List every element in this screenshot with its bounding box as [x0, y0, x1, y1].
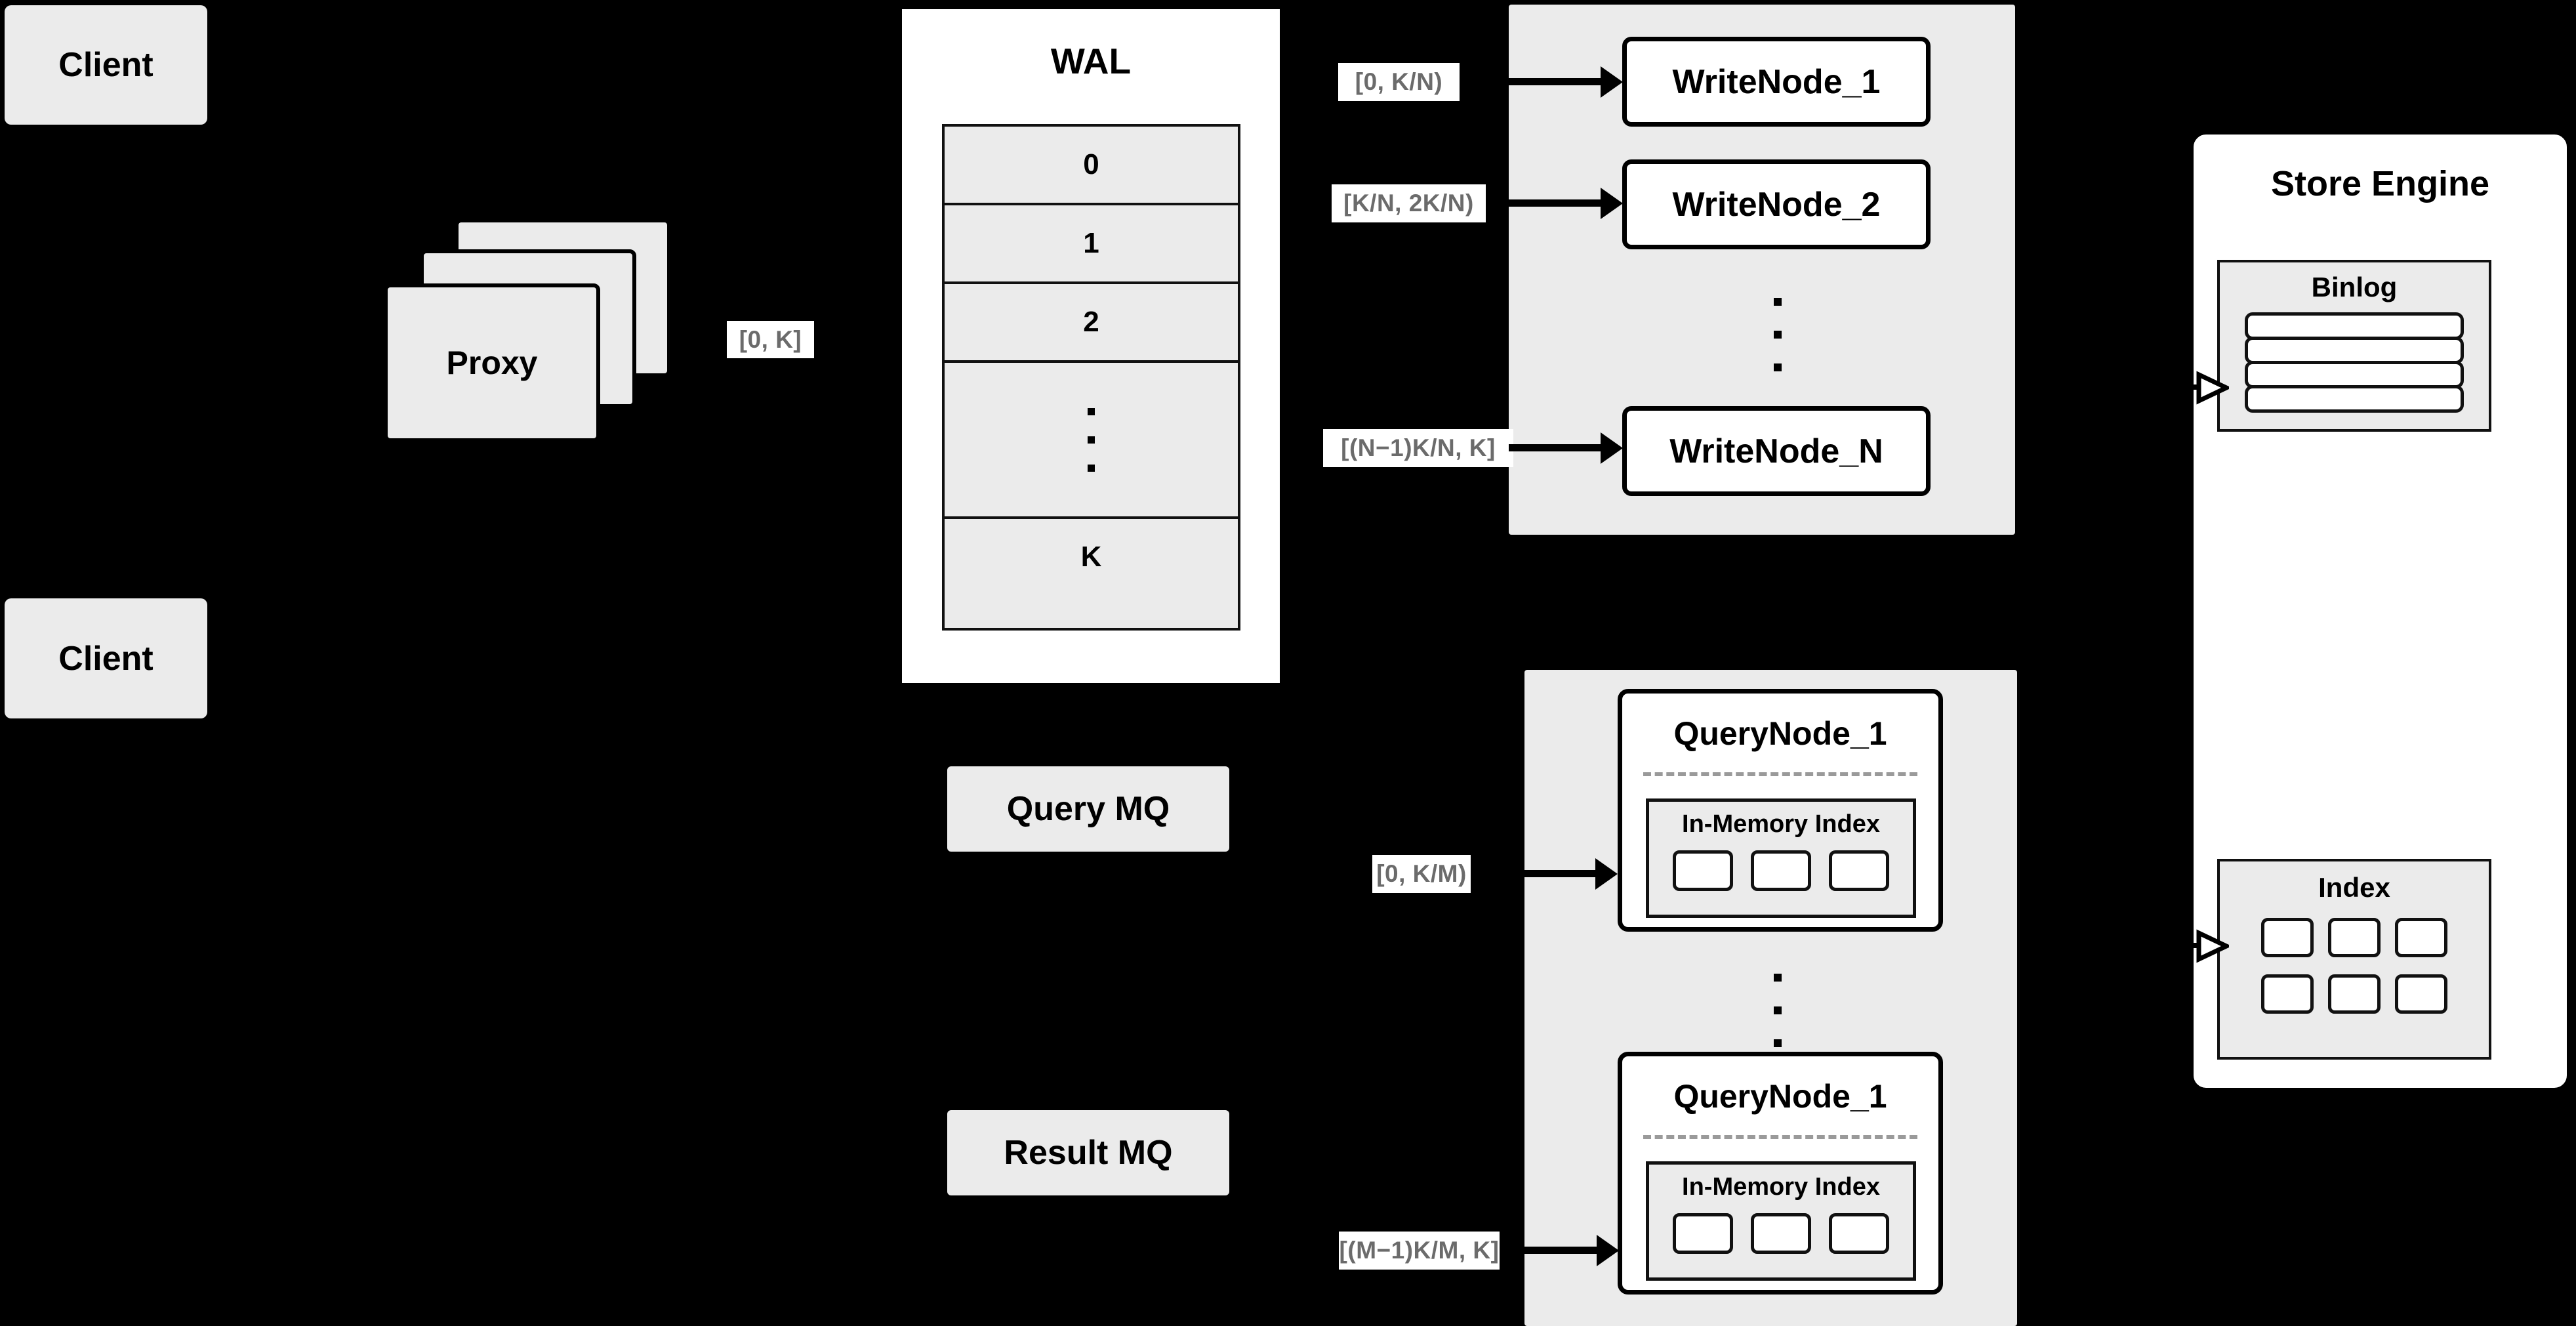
proxy-box[interactable]: Proxy [384, 283, 600, 442]
client-label-1: Client [58, 46, 153, 84]
arrow-line-to-index [2158, 943, 2199, 948]
vertical-ellipsis-icon [1088, 398, 1095, 482]
arrow-head-to-index-icon [2196, 929, 2229, 963]
index-cell[interactable] [2261, 974, 2314, 1014]
arrow-head-write-2 [1601, 188, 1623, 219]
wal-row[interactable]: 0 [945, 127, 1238, 205]
client-label-2: Client [58, 639, 153, 678]
edge-label-text: [0, K] [739, 325, 802, 353]
write-node-1[interactable]: WriteNode_1 [1622, 37, 1931, 127]
index-cell[interactable] [1751, 850, 1811, 891]
query-mq-label: Query MQ [1006, 790, 1170, 828]
in-memory-index-1-title: In-Memory Index [1682, 810, 1880, 838]
write-node-n[interactable]: WriteNode_N [1622, 406, 1931, 496]
client-box-2[interactable]: Client [5, 598, 207, 718]
query-node-2[interactable]: QueryNode_1 In-Memory Index [1618, 1052, 1943, 1295]
write-node-1-label: WriteNode_1 [1672, 62, 1881, 101]
binlog-panel: Binlog [2217, 260, 2491, 432]
index-cell[interactable] [1751, 1213, 1811, 1254]
index-cell[interactable] [1829, 850, 1889, 891]
in-memory-index-2-title: In-Memory Index [1682, 1173, 1880, 1201]
result-mq-box[interactable]: Result MQ [947, 1110, 1229, 1195]
arrow-line-write-1 [1502, 78, 1603, 85]
arrow-head-write-n [1601, 432, 1623, 464]
wal-container: WAL 0 1 2 K [897, 5, 1284, 688]
query-cluster-ellipsis-icon [1745, 945, 1810, 1076]
wal-title: WAL [1050, 41, 1132, 81]
binlog-title: Binlog [2311, 272, 2398, 302]
write-node-n-label: WriteNode_N [1669, 432, 1883, 470]
binlog-row[interactable] [2245, 312, 2464, 340]
wal-table: 0 1 2 K [942, 124, 1240, 631]
edge-label-text: [(M−1)K/M, K] [1339, 1237, 1500, 1264]
index-cell[interactable] [1673, 1213, 1733, 1254]
edge-label-write-node-n: [(N−1)K/N, K] [1323, 429, 1513, 467]
edge-label-write-node-2: [K/N, 2K/N) [1332, 184, 1486, 222]
index-title: Index [2318, 872, 2390, 903]
arrow-line-write-n [1509, 444, 1603, 451]
edge-label-query-node-1: [0, K/M) [1372, 855, 1471, 893]
wal-row-label: 1 [1083, 227, 1099, 259]
index-cell[interactable] [1673, 850, 1733, 891]
index-cell[interactable] [1829, 1213, 1889, 1254]
wal-row[interactable]: 2 [945, 284, 1238, 363]
proxy-label: Proxy [446, 344, 538, 381]
query-node-1[interactable]: QueryNode_1 In-Memory Index [1618, 689, 1943, 932]
edge-label-text: [(N−1)K/N, K] [1341, 434, 1496, 461]
binlog-row[interactable] [2245, 361, 2464, 388]
index-cell[interactable] [2395, 918, 2447, 957]
query-node-1-title: QueryNode_1 [1673, 715, 1887, 752]
query-node-1-divider [1643, 772, 1917, 776]
arrow-head-query-1 [1595, 858, 1618, 890]
write-cluster-ellipsis-icon [1745, 269, 1810, 400]
arrow-line-query-1 [1502, 870, 1597, 877]
wal-row-label: 2 [1083, 306, 1099, 338]
query-mq-box[interactable]: Query MQ [947, 766, 1229, 852]
index-cell[interactable] [2395, 974, 2447, 1014]
edge-label-text: [K/N, 2K/N) [1343, 190, 1474, 217]
wal-row-label: K [1080, 541, 1102, 573]
write-node-2-label: WriteNode_2 [1672, 185, 1881, 224]
edge-label-text: [0, K/M) [1376, 860, 1467, 887]
in-memory-index-2: In-Memory Index [1646, 1161, 1916, 1281]
query-node-2-divider [1643, 1135, 1917, 1139]
arrow-line-write-2 [1502, 199, 1603, 207]
arrow-head-write-1 [1601, 66, 1623, 98]
binlog-row[interactable] [2245, 385, 2464, 413]
arrow-line-to-binlog [2158, 384, 2199, 390]
arrow-head-to-binlog-icon [2196, 371, 2229, 405]
index-panel: Index [2217, 859, 2491, 1060]
binlog-row[interactable] [2245, 337, 2464, 364]
index-cell[interactable] [2328, 918, 2381, 957]
arrow-line-query-m [1520, 1247, 1599, 1254]
wal-row-ellipsis [945, 363, 1238, 519]
index-cell[interactable] [2261, 918, 2314, 957]
wal-row[interactable]: 1 [945, 205, 1238, 284]
edge-label-query-node-m: [(M−1)K/M, K] [1339, 1232, 1500, 1270]
store-engine-container: Store Engine Binlog Index [2189, 130, 2571, 1092]
client-box-1[interactable]: Client [5, 5, 207, 125]
wal-row[interactable]: K [945, 519, 1238, 595]
write-node-2[interactable]: WriteNode_2 [1622, 159, 1931, 249]
wal-row-label: 0 [1083, 148, 1099, 180]
in-memory-index-1: In-Memory Index [1646, 798, 1916, 918]
index-cell[interactable] [2328, 974, 2381, 1014]
store-engine-title: Store Engine [2270, 164, 2490, 203]
arrow-head-query-m [1597, 1235, 1619, 1266]
edge-label-proxy-to-wal: [0, K] [727, 321, 814, 358]
edge-label-text: [0, K/N) [1355, 68, 1443, 95]
edge-label-write-node-1: [0, K/N) [1338, 63, 1460, 101]
query-node-2-title: QueryNode_1 [1673, 1078, 1887, 1115]
result-mq-label: Result MQ [1004, 1134, 1173, 1172]
